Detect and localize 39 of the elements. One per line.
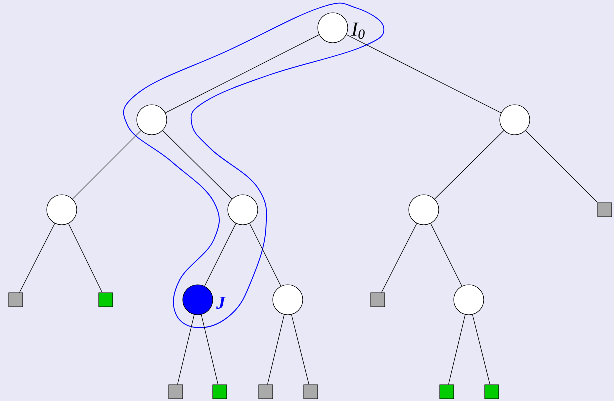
tree-edge (472, 314, 490, 385)
tree-edge (165, 34, 320, 114)
tree-edge (177, 314, 195, 385)
tree-edge (434, 130, 504, 200)
leaf-square (98, 292, 114, 308)
tree-edge (68, 223, 103, 293)
leaf-square (484, 384, 500, 400)
tree-edge (526, 130, 598, 203)
tree-edge (291, 314, 310, 385)
leaf-square (370, 292, 386, 308)
tree-edge (201, 314, 219, 385)
tree-edge (448, 314, 466, 385)
tree-edge (250, 223, 282, 287)
leaf-square (304, 384, 318, 400)
tree-edge (19, 223, 56, 293)
tree-edge (204, 223, 236, 287)
leaf-square (168, 384, 184, 400)
leaf-square (598, 202, 612, 218)
tree-edge (430, 223, 462, 287)
tree-node-circle (228, 194, 258, 226)
node-label: I$_{0}$ (351, 22, 365, 40)
tree-edge (72, 130, 142, 200)
tree-node-circle (408, 194, 440, 226)
tree-node-circle (136, 104, 168, 136)
tree-edge (381, 223, 418, 293)
leaf-square (8, 292, 24, 308)
tree-node-circle (46, 194, 78, 226)
tree-edge (346, 34, 502, 114)
tree-node-circle (318, 12, 348, 44)
tree-edge (162, 130, 232, 200)
tree-node-circle (500, 104, 530, 136)
tree-node-circle (182, 284, 214, 316)
tree-edge (267, 314, 285, 385)
leaf-square (212, 384, 228, 400)
leaf-square (440, 384, 454, 400)
leaf-square (258, 384, 274, 400)
tree-node-circle (454, 284, 484, 316)
tree-node-circle (272, 284, 304, 316)
node-label: J (216, 297, 226, 309)
